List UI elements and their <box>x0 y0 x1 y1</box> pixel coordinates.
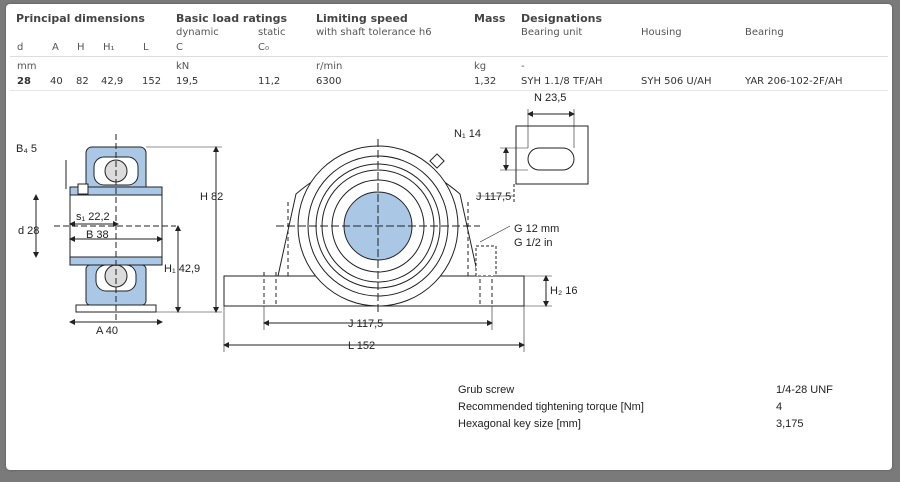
value-h1: 42,9 <box>101 76 124 87</box>
header-divider <box>10 56 888 57</box>
grub-screw-label: Grub screw <box>458 384 515 396</box>
label-g-mm: G 12 mm <box>514 223 559 235</box>
g-leader <box>479 225 511 243</box>
grub-screw-value: 1/4-28 UNF <box>776 384 833 396</box>
label-j-top: J 117,5 <box>476 191 511 203</box>
symbol-h1: H₁ <box>103 42 115 53</box>
row-divider <box>10 90 888 91</box>
label-b: B 38 <box>86 229 109 241</box>
bearing-label: Bearing <box>745 27 784 38</box>
symbol-c: C <box>176 42 183 53</box>
value-l: 152 <box>142 76 162 87</box>
grease-nipple <box>429 153 445 169</box>
dynamic-label: dynamic <box>176 27 219 38</box>
value-h: 82 <box>76 76 89 87</box>
unit-mm: mm <box>17 61 37 72</box>
label-d: d 28 <box>18 225 39 237</box>
designations-header: Designations <box>521 12 603 25</box>
product-data-panel: Principal dimensions Basic load ratings … <box>6 4 892 470</box>
bearing-unit-label: Bearing unit <box>521 27 583 38</box>
side-view <box>54 134 176 322</box>
value-bearing-unit: SYH 1.1/8 TF/AH <box>521 76 603 87</box>
label-n: N 23,5 <box>534 92 566 104</box>
bolt-head <box>475 245 497 277</box>
torque-value: 4 <box>776 401 783 413</box>
value-mass: 1,32 <box>474 76 497 87</box>
value-c0: 11,2 <box>258 76 281 87</box>
technical-drawing: B₄ 5 s₁ 22,2 B 38 d 28 A 40 H 82 H₁ 42,9… <box>16 92 589 352</box>
label-n1: N₁ 14 <box>454 128 481 140</box>
key-size-label: Hexagonal key size [mm] <box>458 418 581 430</box>
slot-detail <box>500 109 589 202</box>
label-h1: H₁ 42,9 <box>164 263 200 275</box>
speed-note: with shaft tolerance h6 <box>316 27 432 38</box>
value-bearing: YAR 206-102-2F/AH <box>745 76 843 87</box>
limiting-speed-header: Limiting speed <box>316 12 408 25</box>
label-l: L 152 <box>348 340 375 352</box>
unit-kn: kN <box>176 61 190 72</box>
symbol-l: L <box>143 42 149 53</box>
symbol-a: A <box>52 42 59 53</box>
label-b4: B₄ 5 <box>16 143 37 155</box>
label-g-in: G 1/2 in <box>514 237 553 249</box>
label-h: H 82 <box>200 191 223 203</box>
symbol-d: d <box>17 42 24 53</box>
mass-header: Mass <box>474 12 506 25</box>
torque-label: Recommended tightening torque [Nm] <box>458 401 644 413</box>
static-label: static <box>258 27 286 38</box>
value-a: 40 <box>50 76 63 87</box>
symbol-c0: C₀ <box>258 42 269 53</box>
unit-kg: kg <box>474 61 487 72</box>
unit-rpm: r/min <box>316 61 343 72</box>
housing-label: Housing <box>641 27 682 38</box>
value-housing: SYH 506 U/AH <box>641 76 712 87</box>
symbol-h: H <box>77 42 85 53</box>
value-d: 28 <box>17 76 31 87</box>
key-size-value: 3,175 <box>776 418 804 430</box>
label-a: A 40 <box>96 325 118 337</box>
value-c: 19,5 <box>176 76 199 87</box>
unit-dash: - <box>521 61 525 72</box>
front-view <box>223 139 525 314</box>
value-speed: 6300 <box>316 76 342 87</box>
principal-dimensions-header: Principal dimensions <box>16 12 145 25</box>
slot-oval <box>527 147 575 171</box>
label-h2: H₂ 16 <box>550 285 578 297</box>
side-grub-top <box>77 183 89 195</box>
load-ratings-header: Basic load ratings <box>176 12 288 25</box>
label-s1: s₁ 22,2 <box>76 211 110 223</box>
label-j-bottom: J 117,5 <box>348 318 383 330</box>
